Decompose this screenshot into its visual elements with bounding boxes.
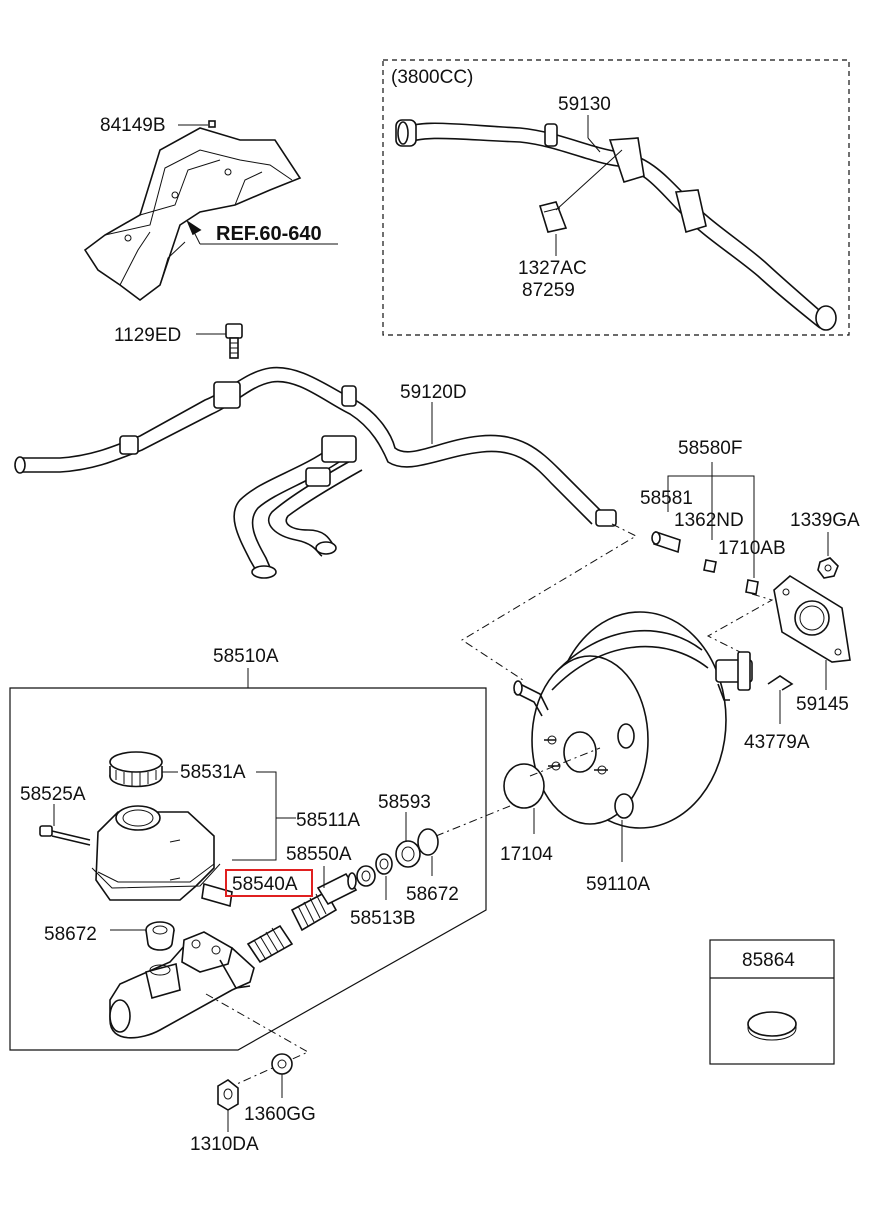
label-58593: 58593: [378, 792, 431, 813]
label-84149B: 84149B: [100, 115, 166, 136]
pin-58581: [651, 530, 681, 554]
label-58511A: 58511A: [296, 810, 360, 831]
label-1339GA: 1339GA: [790, 510, 860, 531]
label-1710AB: 1710AB: [718, 538, 786, 559]
label-58531A: 58531A: [180, 762, 246, 783]
label-58550A: 58550A: [286, 844, 352, 865]
label-1310DA: 1310DA: [190, 1134, 259, 1155]
label-87259: 87259: [522, 280, 575, 301]
piston-58550A: [316, 872, 358, 906]
label-85864: 85864: [742, 950, 795, 971]
bolt-58525A: [39, 825, 91, 846]
label-58672-right: 58672: [406, 884, 459, 905]
oring-17104: [503, 763, 545, 809]
cap-85864: [747, 1011, 797, 1041]
pin-1710AB: [745, 579, 759, 595]
label-58581: 58581: [640, 488, 693, 509]
nut-1310DA: [217, 1079, 239, 1111]
oring-58672-right: [417, 828, 439, 856]
label-58540A: 58540A: [232, 874, 298, 895]
piston-58540A: [246, 890, 338, 964]
label-59110A: 59110A: [586, 874, 650, 895]
vacuum-hose-59130: [395, 119, 837, 331]
label-1327AC: 1327AC: [518, 258, 587, 279]
engine-group-box: [382, 59, 850, 336]
brake-booster-59110A: [513, 611, 753, 829]
label-ref: REF.60-640: [216, 223, 322, 245]
label-1362ND: 1362ND: [674, 510, 744, 531]
clip-1362ND: [703, 559, 717, 573]
clip-1327AC: [538, 201, 568, 233]
highlight-box-58540A[interactable]: [225, 869, 313, 897]
seal-58593: [395, 840, 421, 868]
label-58513B: 58513B: [350, 908, 416, 929]
label-58525A: 58525A: [20, 784, 86, 805]
label-1129ED: 1129ED: [114, 325, 181, 346]
gasket-59145: [773, 575, 851, 663]
label-58580F: 58580F: [678, 438, 742, 459]
washer-58513B: [356, 853, 393, 887]
label-1360GG: 1360GG: [244, 1104, 316, 1125]
engine-group-label: (3800CC): [391, 67, 473, 88]
washer-1360GG: [271, 1053, 293, 1075]
clip-43779A: [767, 675, 794, 691]
cap-85864-box: [709, 939, 835, 1065]
label-59130: 59130: [558, 94, 611, 115]
master-cylinder-body: [109, 931, 255, 1039]
label-43779A: 43779A: [744, 732, 810, 753]
bolt-1129ED: [225, 323, 243, 359]
reservoir-cap-58531A: [109, 751, 163, 788]
grommet-58672-left: [145, 921, 175, 951]
vacuum-hose-59120D: [14, 366, 617, 579]
label-59120D: 59120D: [400, 382, 467, 403]
label-58510A: 58510A: [213, 646, 279, 667]
master-cylinder-box: [9, 687, 487, 1051]
bracket-84149B: [83, 120, 302, 301]
reservoir-58511A: [91, 805, 233, 908]
label-17104: 17104: [500, 844, 553, 865]
nut-1339GA: [817, 557, 839, 579]
label-58672-left: 58672: [44, 924, 97, 945]
label-59145: 59145: [796, 694, 849, 715]
